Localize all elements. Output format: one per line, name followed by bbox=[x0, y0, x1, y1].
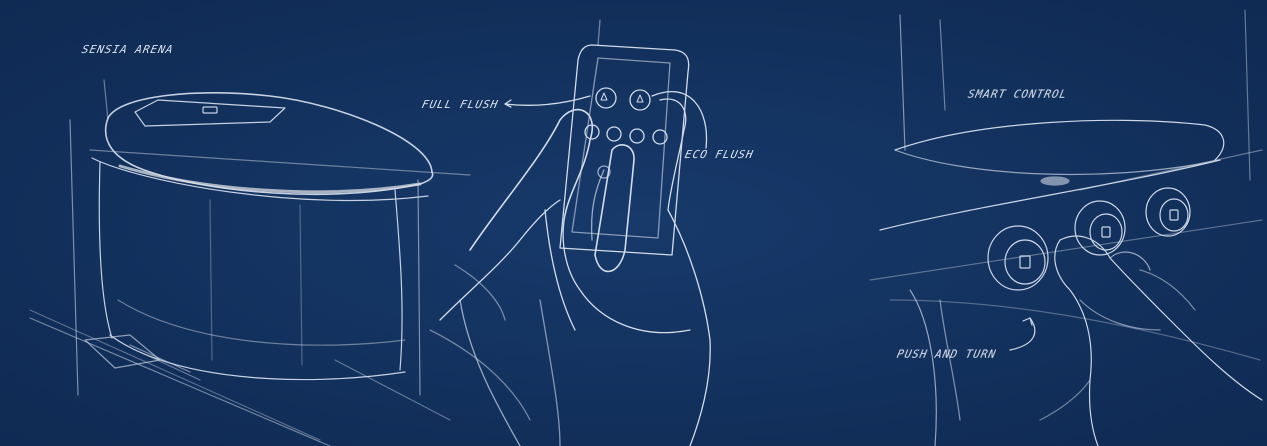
label-toilet-name: SENSIA ARENA bbox=[81, 43, 175, 56]
smart-control-sketch bbox=[870, 10, 1262, 446]
knob-left bbox=[988, 226, 1048, 290]
label-eco-flush: ECO FLUSH bbox=[684, 148, 755, 161]
knob-right bbox=[1146, 188, 1190, 236]
phone-sketch bbox=[430, 20, 710, 446]
label-smart-control: SMART CONTROL bbox=[967, 88, 1069, 101]
label-push-and-turn: PUSH AND TURN bbox=[896, 348, 998, 361]
toilet-sketch bbox=[30, 80, 470, 446]
knob-middle bbox=[1075, 201, 1125, 255]
label-full-flush: FULL FLUSH bbox=[421, 98, 500, 111]
